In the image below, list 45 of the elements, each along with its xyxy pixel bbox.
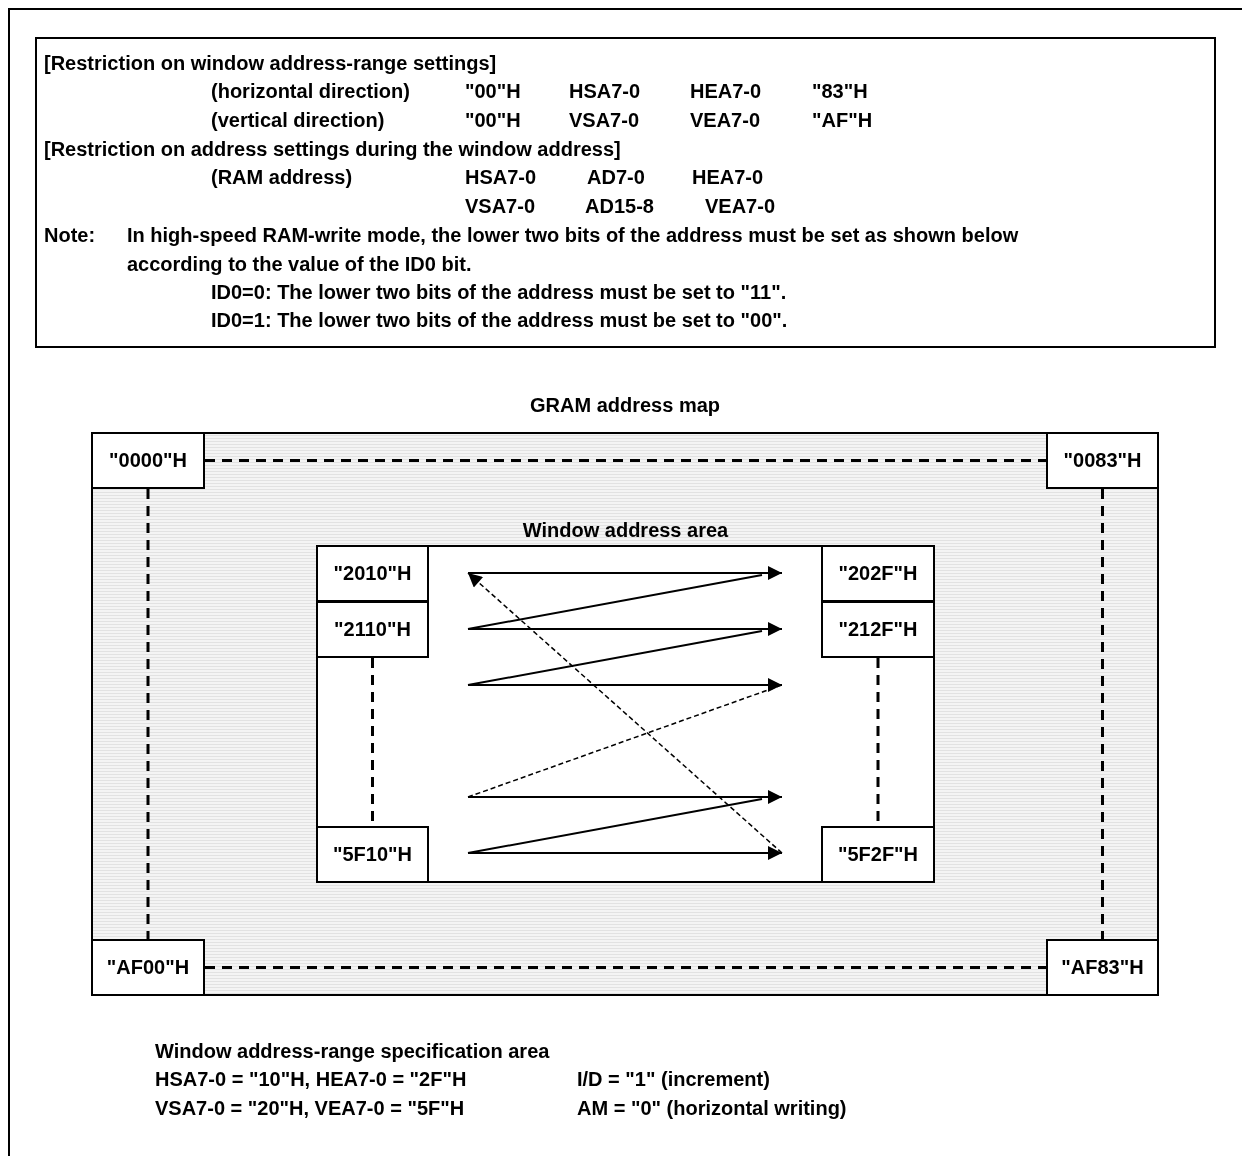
dashed-connector (205, 459, 1046, 462)
notes-panel (35, 37, 1216, 348)
register-name: VSA7-0 (569, 108, 640, 132)
address-cell: "202F"H (821, 545, 935, 602)
setting-text: VSA7-0 = "20"H, VEA7-0 = "5F"H (155, 1096, 465, 1120)
note-text: ID0=1: The lower two bits of the address must be set to "00". (211, 308, 788, 332)
address-cell: "2110"H (316, 601, 429, 658)
setting-text: AM = "0" (horizontal writing) (577, 1096, 847, 1120)
address-label: (RAM address) (211, 165, 353, 189)
register-name: AD15-8 (585, 194, 654, 218)
address-cell: "AF83"H (1046, 939, 1159, 996)
heading: [Restriction on window address-range settings] (44, 51, 497, 75)
setting-text: HSA7-0 = "10"H, HEA7-0 = "2F"H (155, 1067, 467, 1091)
value: "00"H (465, 108, 521, 132)
value: "AF"H (812, 108, 873, 132)
address-cell: "5F2F"H (821, 826, 935, 883)
direction-label: (vertical direction) (211, 108, 385, 132)
area-title: Window address area (521, 518, 730, 542)
note-label: Note: (44, 223, 96, 247)
direction-label: (horizontal direction) (211, 79, 410, 103)
register-name: VSA7-0 (465, 194, 536, 218)
dashed-connector (146, 489, 150, 939)
note-text: In high-speed RAM-write mode, the lower two bits of the address must be set as shown below according to the value of the ID0 bit. (127, 223, 1020, 277)
dashed-connector (205, 966, 1046, 969)
address-cell: "0000"H (91, 432, 205, 489)
address-cell: "212F"H (821, 601, 935, 658)
register-name: HSA7-0 (569, 79, 641, 103)
address-cell: "5F10"H (316, 826, 429, 883)
address-cell: "0083"H (1046, 432, 1159, 489)
heading: [Restriction on address settings during the window address] (44, 137, 621, 161)
register-name: HEA7-0 (690, 79, 762, 103)
address-cell: "AF00"H (91, 939, 205, 996)
register-name: VEA7-0 (705, 194, 776, 218)
register-name: AD7-0 (587, 165, 645, 189)
register-name: HEA7-0 (692, 165, 764, 189)
dashed-connector (1101, 489, 1104, 939)
address-cell: "2010"H (316, 545, 429, 602)
value: "83"H (812, 79, 868, 103)
value: "00"H (465, 79, 521, 103)
caption-heading: Window address-range specification area (155, 1039, 550, 1063)
setting-text: I/D = "1" (increment) (577, 1067, 770, 1091)
note-text: ID0=0: The lower two bits of the address must be set to "11". (211, 280, 787, 304)
register-name: VEA7-0 (690, 108, 761, 132)
area-title: GRAM address map (528, 393, 722, 417)
register-name: HSA7-0 (465, 165, 537, 189)
